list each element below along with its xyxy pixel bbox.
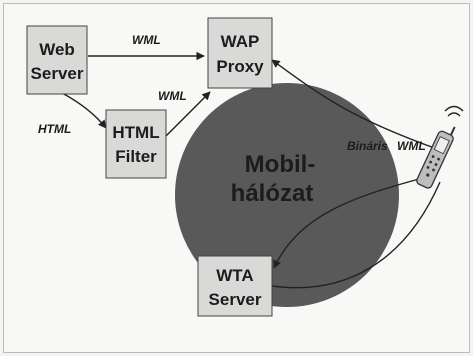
network-label-line1: Mobil- [245,151,316,178]
edge-web-to-filter [61,92,107,129]
node-html-filter: HTML Filter [105,109,167,179]
label-web-to-filter: HTML [38,122,71,136]
html-filter-line2: Filter [115,147,157,166]
html-filter-line1: HTML [112,123,159,142]
mobile-phone-icon [416,126,456,189]
mobile-network-circle [175,83,399,307]
edge-phone-to-wta [273,175,431,269]
signal-wave-icon [447,112,461,117]
wap-proxy-line1: WAP [221,32,260,51]
wta-server-line1: WTA [216,266,253,285]
label-filter-to-proxy: WML [158,89,187,103]
network-label-line2: hálózat [231,180,314,207]
wap-proxy-line2: Proxy [216,57,264,76]
wta-server-line2: Server [209,290,262,309]
edge-phone-to-proxy [271,59,441,151]
edge-filter-to-proxy [165,91,211,137]
edge-wta-return [271,181,441,289]
web-server-line2: Server [31,64,84,83]
signal-wave-outer-icon [444,105,464,112]
node-wta-server: WTA Server [197,255,273,317]
label-web-to-proxy: WML [132,33,161,47]
label-binary: Bináris [347,139,388,153]
label-binary-wml: WML [397,139,426,153]
node-wap-proxy: WAP Proxy [207,17,273,89]
node-web-server: Web Server [26,25,88,95]
web-server-line1: Web [39,40,75,59]
